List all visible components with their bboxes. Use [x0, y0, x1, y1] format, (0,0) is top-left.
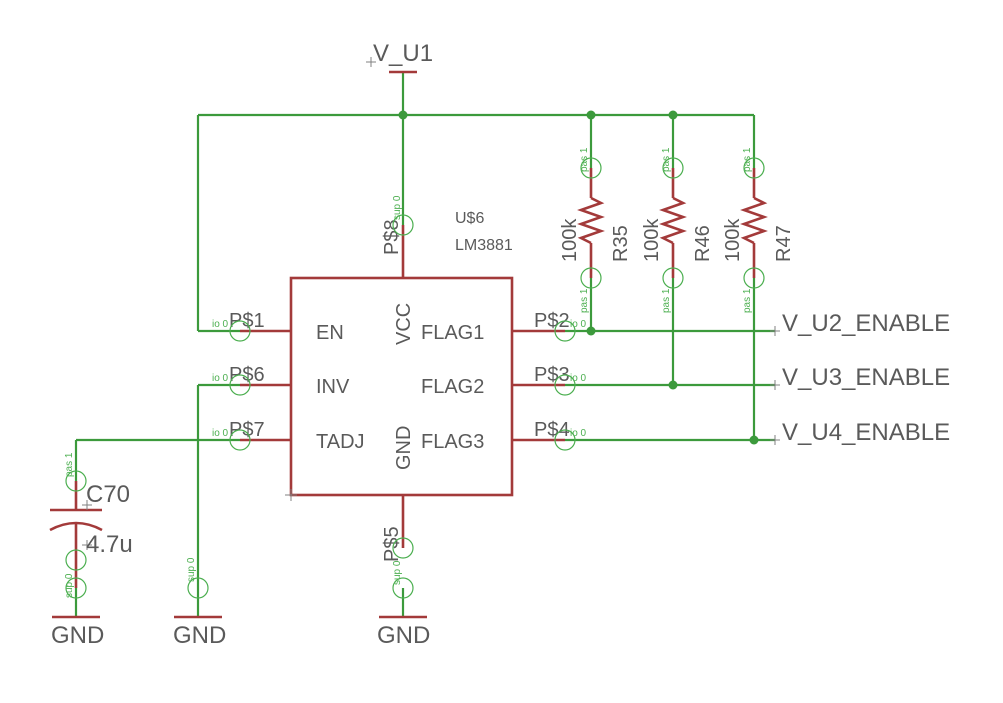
- pin-flag3-label: FLAG3: [421, 431, 484, 453]
- junctions: [398, 110, 759, 445]
- pin-flag1-label: FLAG1: [421, 322, 484, 344]
- pin-number-7: P$7: [229, 419, 265, 441]
- pin-flag2-label: FLAG2: [421, 376, 484, 398]
- pin-tag-sup-8: sup 0: [392, 195, 403, 220]
- ic-lm3881[interactable]: U$6 LM3881 EN INV TADJ FLAG1 FLAG2 FLAG3…: [212, 195, 587, 599]
- net-label-v-u3-enable: V_U3_ENABLE: [782, 364, 950, 391]
- r46-pin-tag-1: pas 1: [661, 147, 672, 172]
- r35-pin-tag-2: pas 1: [579, 288, 590, 313]
- capacitor-c70[interactable]: pas 1 sup 0 C70 4.7u: [49, 452, 133, 599]
- supply-symbol[interactable]: V_U1: [366, 40, 433, 74]
- ground-label-1: GND: [51, 622, 104, 649]
- r47-pin-tag-2: pas 1: [742, 288, 753, 313]
- net-label-v-u4-enable: V_U4_ENABLE: [782, 419, 950, 446]
- r47-pin-tag-1: pas 1: [742, 147, 753, 172]
- ground-inv-pin-tag: sup 0: [186, 557, 197, 582]
- pin-tag-sup-5: sup 0: [392, 560, 403, 585]
- c70-pin-tag-2: sup 0: [64, 573, 75, 598]
- pin-number-6: P$6: [229, 364, 265, 386]
- pin-number-4: P$4: [534, 419, 570, 441]
- pin-number-3: P$3: [534, 364, 570, 386]
- c70-value: 4.7u: [86, 531, 133, 558]
- ground-c70[interactable]: GND: [51, 615, 104, 649]
- ground-ic[interactable]: GND: [377, 615, 430, 649]
- resistor-r35[interactable]: pas 1 pas 1 100k R35: [559, 147, 632, 313]
- c70-ref: C70: [86, 481, 130, 508]
- r35-pin-tag-1: pas 1: [579, 147, 590, 172]
- pin-tag-io-1: io 0: [212, 319, 229, 330]
- net-label-v-u2-enable: V_U2_ENABLE: [782, 310, 950, 337]
- pin-tadj-label: TADJ: [316, 431, 365, 453]
- pin-number-2: P$2: [534, 310, 570, 332]
- pin-tag-io-4: io 0: [570, 428, 587, 439]
- r46-value: 100k: [641, 218, 663, 262]
- ground-inv[interactable]: sup 0 GND: [173, 557, 226, 649]
- r35-value: 100k: [559, 218, 581, 262]
- pin-inv-label: INV: [316, 376, 350, 398]
- r47-ref: R47: [773, 225, 795, 262]
- resistor-r47[interactable]: pas 1 pas 1 100k R47: [722, 147, 795, 313]
- pin-number-8: P$8: [381, 219, 403, 255]
- pin-gnd-label: GND: [393, 426, 415, 470]
- ground-label-2: GND: [173, 622, 226, 649]
- pin-tag-io-2: io 0: [570, 319, 587, 330]
- ic-ref: U$6: [455, 210, 484, 227]
- ic-value: LM3881: [455, 237, 513, 254]
- supply-label: V_U1: [373, 40, 433, 67]
- ground-label-3: GND: [377, 622, 430, 649]
- pin-number-5: P$5: [381, 526, 403, 562]
- r35-ref: R35: [610, 225, 632, 262]
- resistor-r46[interactable]: pas 1 pas 1 100k R46: [641, 147, 714, 313]
- r46-ref: R46: [692, 225, 714, 262]
- pin-tag-io-7: io 0: [212, 428, 229, 439]
- pin-tag-io-6: io 0: [212, 373, 229, 384]
- pin-number-1: P$1: [229, 310, 265, 332]
- pin-en-label: EN: [316, 322, 344, 344]
- pin-vcc-label: VCC: [393, 303, 415, 345]
- net-labels: V_U2_ENABLE V_U3_ENABLE V_U4_ENABLE: [770, 310, 950, 446]
- r46-pin-tag-2: pas 1: [661, 288, 672, 313]
- pin-tag-io-3: io 0: [570, 373, 587, 384]
- r47-value: 100k: [722, 218, 744, 262]
- c70-pin-tag-1: pas 1: [64, 452, 75, 477]
